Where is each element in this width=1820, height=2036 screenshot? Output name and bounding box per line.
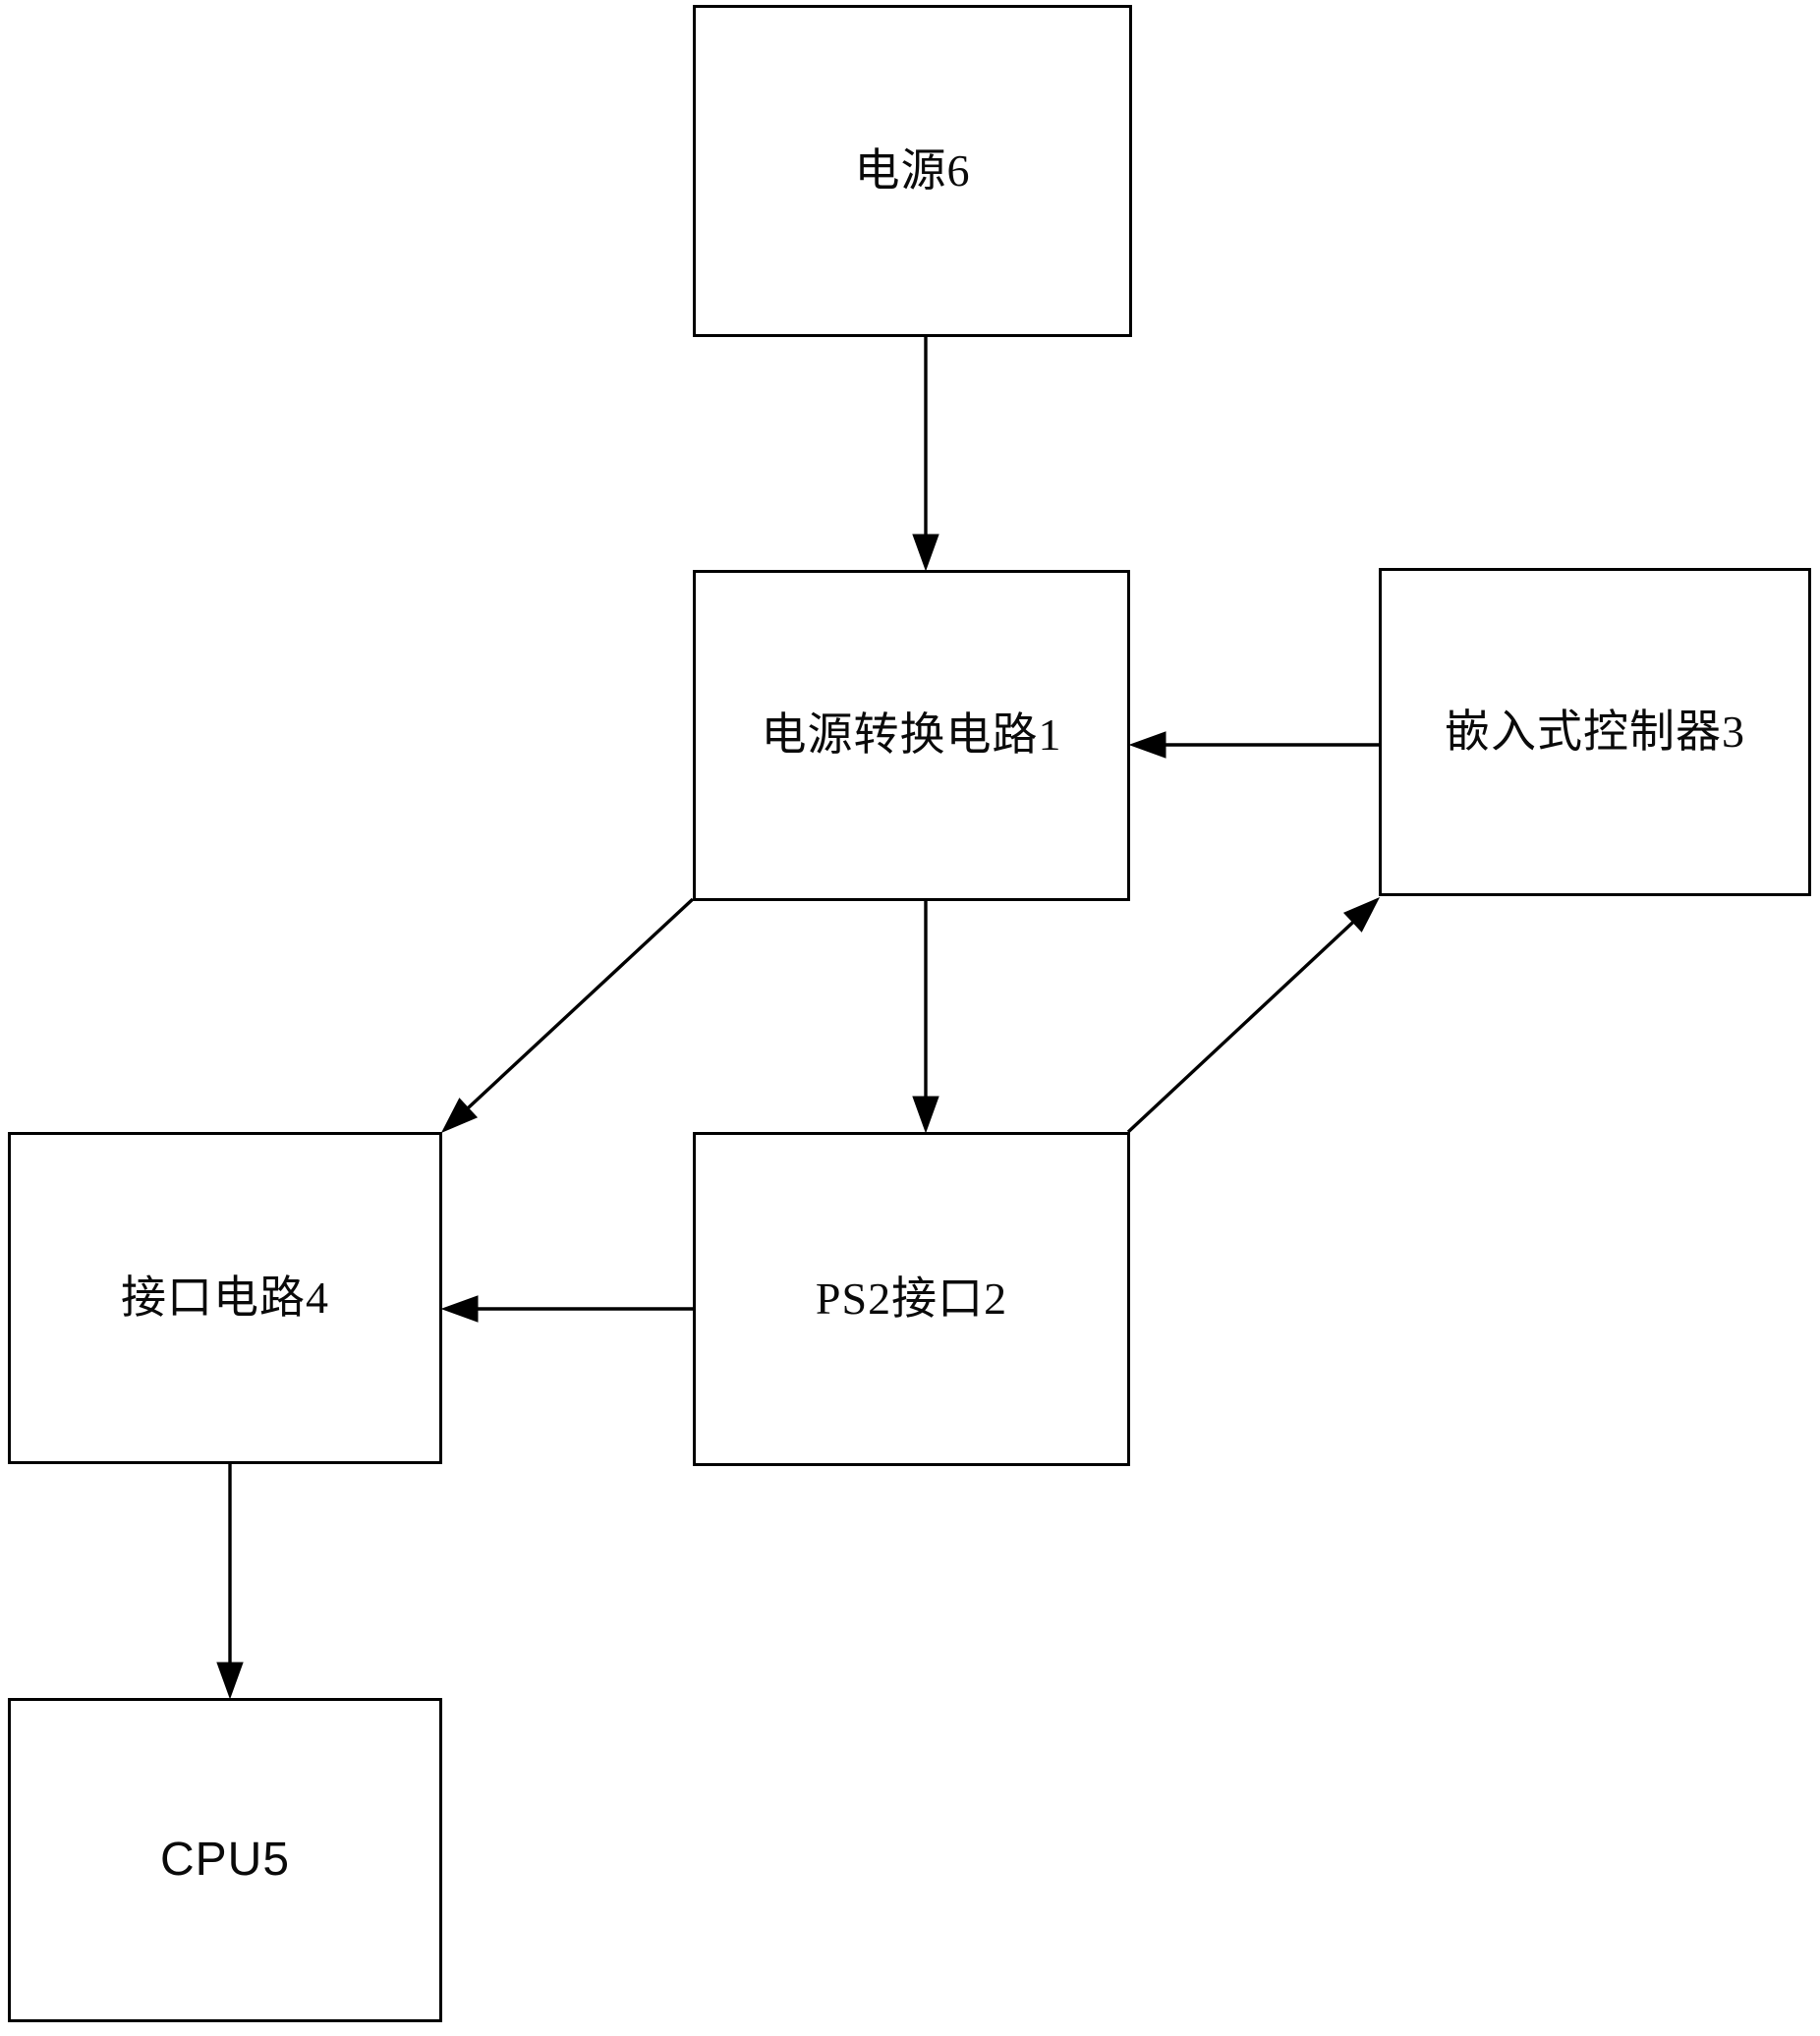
node-label-embedded-controller-3: 嵌入式控制器3 [1445, 706, 1745, 757]
edge-edge-ps2-interface-to-embedded-controller [1126, 896, 1381, 1134]
edge-arrowhead [1342, 896, 1381, 933]
edge-arrowhead [912, 1096, 939, 1134]
node-label-ps2-interface-2: PS2接口2 [815, 1272, 1008, 1324]
edge-arrowhead [440, 1098, 479, 1134]
node-ps2-interface-2[interactable]: PS2接口2 [693, 1132, 1130, 1466]
edge-edge-power-supply-to-power-conversion [912, 337, 939, 572]
edge-arrowhead [912, 534, 939, 572]
edge-line [1126, 917, 1359, 1134]
edge-edge-ps2-interface-to-interface-circuit [440, 1295, 693, 1323]
node-label-cpu-5: CPU5 [159, 1833, 291, 1886]
node-interface-circuit-4[interactable]: 接口电路4 [8, 1132, 442, 1464]
node-label-power-supply-6: 电源6 [854, 144, 971, 196]
node-embedded-controller-3[interactable]: 嵌入式控制器3 [1379, 568, 1811, 896]
node-power-supply-6[interactable]: 电源6 [693, 5, 1132, 337]
edge-edge-interface-circuit-to-cpu [216, 1464, 244, 1700]
node-label-power-conversion-circuit-1: 电源转换电路1 [761, 709, 1062, 761]
node-cpu-5[interactable]: CPU5 [8, 1698, 442, 2022]
node-label-interface-circuit-4: 接口电路4 [121, 1272, 329, 1323]
edge-arrowhead [1128, 731, 1166, 759]
edge-edge-power-conversion-to-ps2-interface [912, 901, 939, 1134]
edge-arrowhead [440, 1295, 479, 1323]
edge-arrowhead [216, 1662, 244, 1700]
edge-edge-embedded-controller-to-power-conversion [1128, 731, 1379, 759]
edge-edge-power-conversion-to-interface-circuit [440, 897, 695, 1134]
edge-line [462, 897, 695, 1113]
node-power-conversion-circuit-1[interactable]: 电源转换电路1 [693, 570, 1130, 901]
